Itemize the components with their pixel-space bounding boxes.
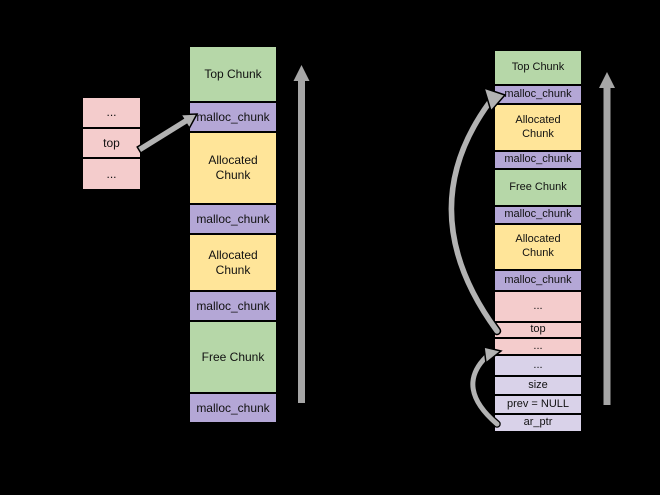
- memory-row-size-field: size: [494, 376, 582, 395]
- memory-row-label: Free Chunk: [201, 349, 265, 364]
- memory-row-top-field: top: [494, 322, 582, 338]
- memory-row-label: Free Chunk: [509, 180, 567, 193]
- memory-row-label: malloc_chunk: [504, 87, 572, 100]
- memory-row-label: Allocated Chunk: [208, 247, 258, 277]
- memory-row-free-chunk: Free Chunk: [189, 321, 277, 393]
- memory-row-malloc-chunk: malloc_chunk: [494, 206, 582, 224]
- top-pointer-straight-arrow: [136, 113, 199, 155]
- memory-row-label: malloc_chunk: [196, 211, 270, 226]
- top-field-curved-arrow: [447, 86, 507, 336]
- arena-top-pointer-stack: ... top...: [82, 97, 141, 190]
- memory-row-allocated-chunk: Allocated Chunk: [189, 132, 277, 204]
- memory-row-label: Allocated Chunk: [208, 153, 258, 182]
- memory-row-top-chunk: Top Chunk: [189, 46, 277, 102]
- memory-row-label: Top Chunk: [204, 66, 262, 81]
- memory-row-label: prev = NULL: [506, 397, 570, 410]
- memory-row-label: ...: [533, 339, 543, 352]
- memory-row-malloc-chunk: malloc_chunk: [494, 270, 582, 291]
- memory-row-label: ...: [533, 299, 543, 312]
- memory-row-malloc-chunk: malloc_chunk: [189, 204, 277, 234]
- memory-row-label: ...: [106, 166, 117, 181]
- memory-row-malloc-chunk: malloc_chunk: [189, 102, 277, 132]
- memory-row-top-chunk: Top Chunk: [494, 50, 582, 85]
- memory-row-malloc-chunk: malloc_chunk: [494, 151, 582, 169]
- ar-ptr-curved-arrow: [469, 346, 503, 428]
- memory-row-free-chunk: Free Chunk: [494, 169, 582, 206]
- memory-row-allocated-chunk: Allocated Chunk: [494, 104, 582, 151]
- memory-row-allocated-chunk: Allocated Chunk: [189, 234, 277, 291]
- memory-row-label: malloc_chunk: [504, 273, 572, 286]
- heap-direction-arrow-left: [293, 65, 310, 403]
- ar-ptr-curved-arrow-body: [470, 354, 500, 427]
- memory-row-label: ...: [106, 105, 117, 119]
- memory-row-dots: ...: [82, 158, 141, 190]
- memory-row-dots: ...: [494, 291, 582, 322]
- ar-ptr-curved-arrow-head: [483, 346, 503, 365]
- heap-direction-arrow-right-head: [599, 72, 615, 88]
- memory-row-dots: ...: [82, 97, 141, 128]
- memory-row-label: Allocated Chunk: [515, 233, 561, 259]
- heap-direction-arrow-left-head: [293, 65, 310, 81]
- top-field-curved-arrow-body: [448, 100, 500, 334]
- memory-row-malloc-chunk: malloc_chunk: [494, 85, 582, 104]
- memory-row-top-field: top: [82, 128, 141, 158]
- memory-row-label: malloc_chunk: [504, 153, 572, 166]
- memory-row-label: ar_ptr: [523, 416, 553, 429]
- memory-row-label: malloc_chunk: [196, 298, 270, 313]
- memory-row-label: Allocated Chunk: [515, 113, 561, 140]
- memory-row-dots: ...: [494, 355, 582, 376]
- heap-direction-arrow-left-shaft: [298, 80, 305, 403]
- memory-row-label: Top Chunk: [511, 60, 565, 73]
- memory-row-allocated-chunk: Allocated Chunk: [494, 224, 582, 270]
- memory-row-malloc-chunk: malloc_chunk: [189, 393, 277, 423]
- memory-row-malloc-chunk: malloc_chunk: [189, 291, 277, 321]
- memory-row-label: malloc_chunk: [504, 208, 572, 221]
- memory-row-label: size: [528, 378, 548, 391]
- memory-row-label: top: [530, 323, 546, 336]
- heap-direction-arrow-right: [599, 72, 615, 405]
- heap-direction-arrow-right-shaft: [603, 87, 611, 405]
- top-field-curved-arrow-head: [482, 86, 507, 113]
- memory-row-label: malloc_chunk: [196, 400, 270, 415]
- memory-row-label: ...: [533, 358, 543, 371]
- memory-row-dots: ...: [494, 338, 582, 355]
- memory-row-label: top: [103, 135, 120, 150]
- memory-row-label: malloc_chunk: [196, 109, 270, 124]
- memory-row-prev-field: prev = NULL: [494, 395, 582, 414]
